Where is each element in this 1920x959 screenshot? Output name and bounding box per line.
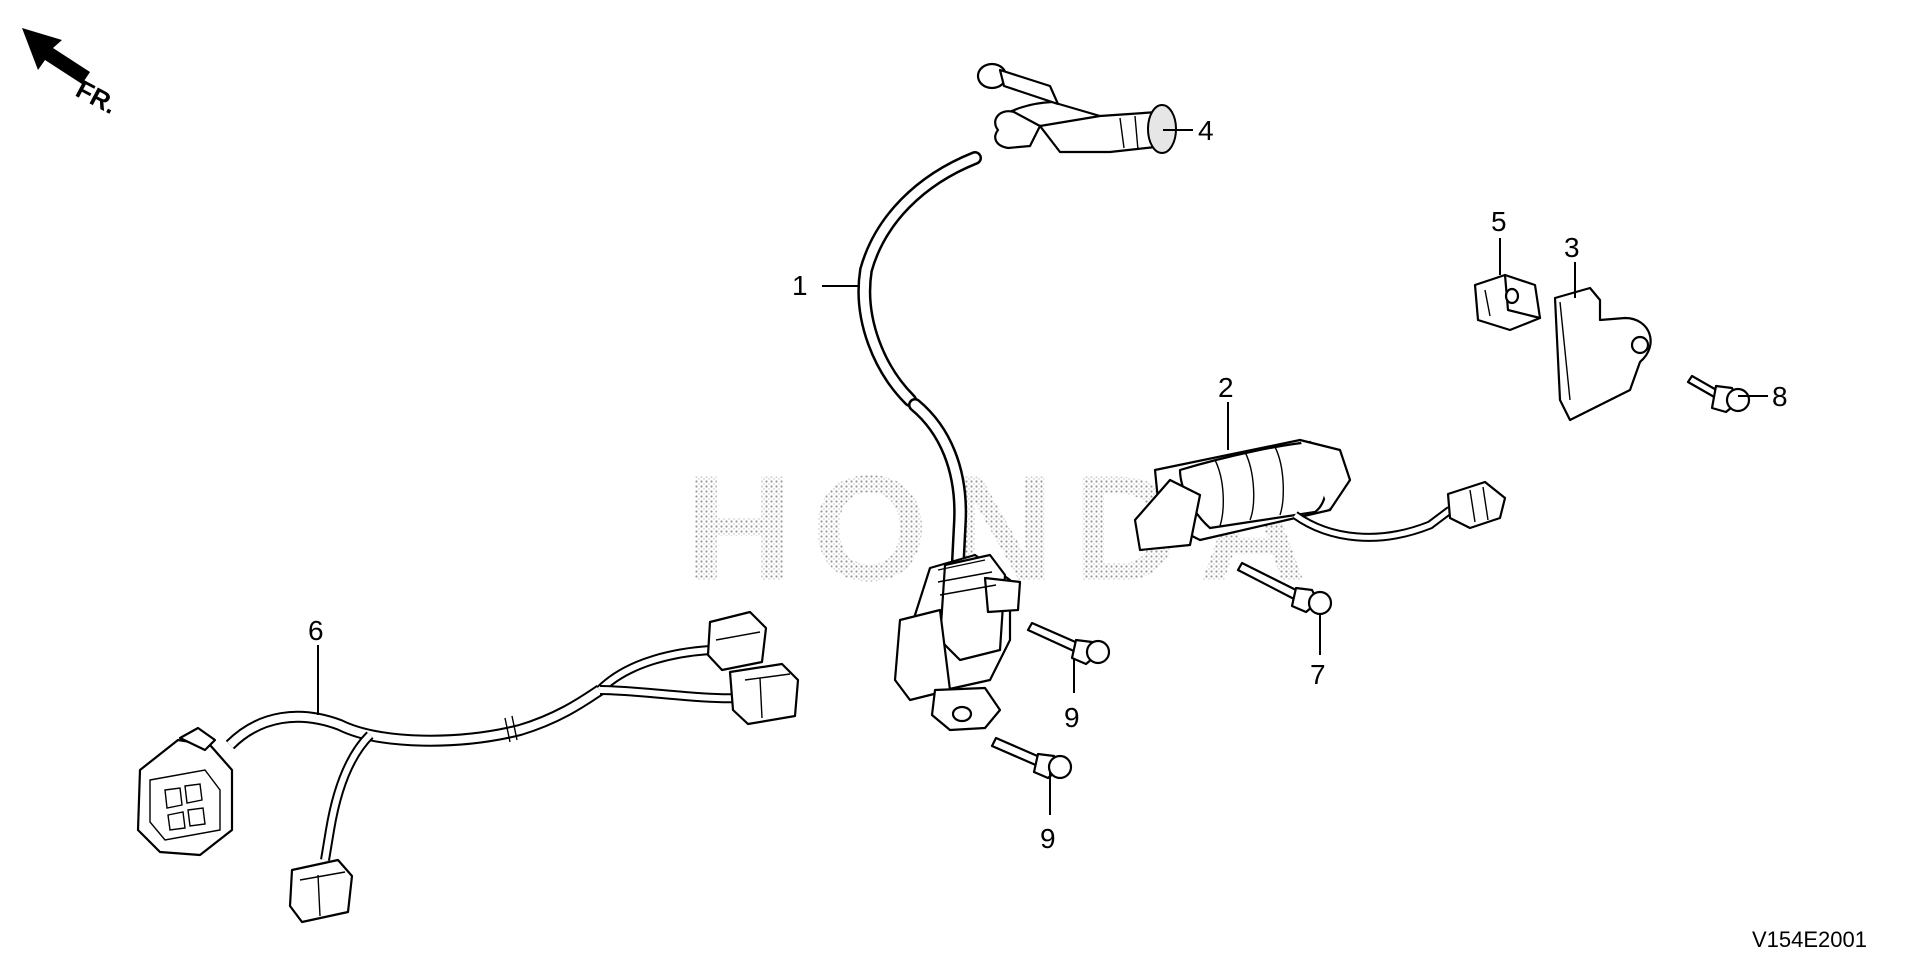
- front-arrow-icon: [22, 28, 90, 84]
- front-direction-indicator: FR.: [22, 28, 122, 120]
- diagram-code: V154E2001: [1752, 927, 1867, 952]
- leader-lines: [317, 129, 1768, 815]
- callout-8: 8: [1772, 381, 1788, 412]
- bracket-part: [1553, 286, 1652, 422]
- bolt-9-lower-part: [990, 736, 1073, 780]
- bolt-7-part: [1236, 561, 1333, 616]
- callout-4: 4: [1198, 115, 1214, 146]
- callout-2: 2: [1218, 372, 1234, 403]
- bolt-9-upper-part: [1026, 621, 1111, 666]
- wire-harness-part: [136, 610, 800, 924]
- callout-7: 7: [1310, 659, 1326, 690]
- callout-9-upper: 9: [1064, 702, 1080, 733]
- callout-3: 3: [1564, 232, 1580, 263]
- bolt-8-part: [1686, 374, 1751, 414]
- callout-1: 1: [792, 270, 808, 301]
- callout-5: 5: [1491, 206, 1507, 237]
- ignition-coil-part: [857, 151, 1022, 732]
- callout-9-lower: 9: [1040, 823, 1056, 854]
- clip-part: [1473, 273, 1542, 332]
- spark-plug-cap-part: [976, 62, 1177, 154]
- callout-6: 6: [308, 615, 324, 646]
- charge-coil-part: [1133, 438, 1507, 552]
